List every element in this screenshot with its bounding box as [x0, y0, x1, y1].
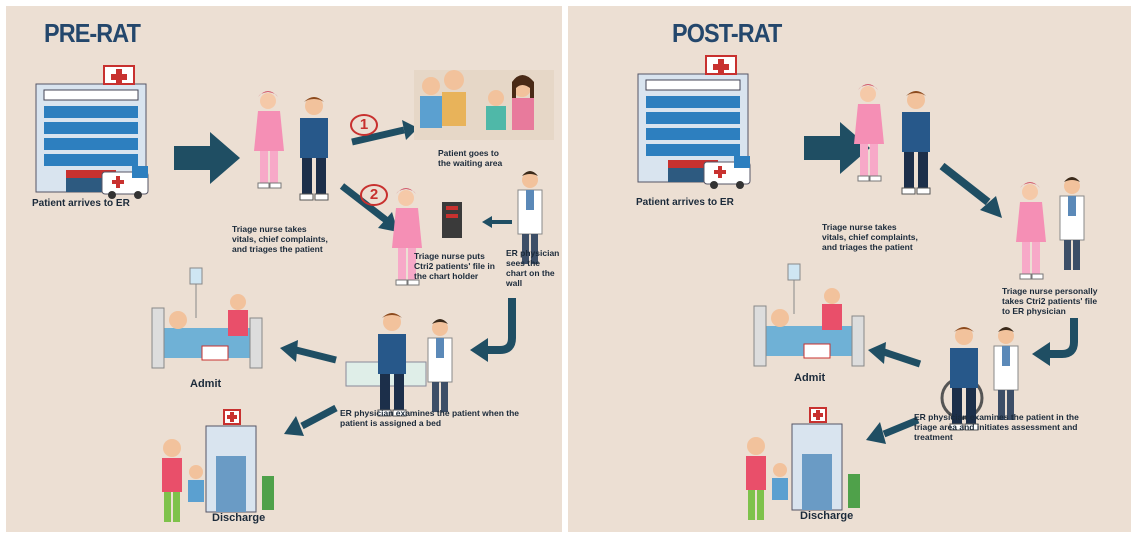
post-admit-label: Admit — [794, 372, 826, 384]
post-rat-illustrations — [637, 55, 1085, 520]
post-rat-title: POST-RAT — [672, 18, 782, 48]
post-er-physician-examines-label: ER physician examines the patient in the… — [914, 412, 1079, 442]
post-patient-arrives-label: Patient arrives to ER — [636, 197, 734, 208]
step-1-badge: 1 — [350, 114, 378, 136]
waiting-area-label: Patient goes to the waiting area — [438, 148, 503, 168]
pre-rat-panel: PRE-RAT — [6, 6, 562, 532]
step-2-badge: 2 — [360, 184, 388, 206]
pre-rat-title: PRE-RAT — [44, 18, 141, 48]
chart-holder-label: Triage nurse puts Ctri2 patients' file i… — [414, 251, 495, 281]
post-triage-nurse-label: Triage nurse takes vitals, chief complai… — [822, 222, 918, 252]
pre-triage-nurse-label: Triage nurse takes vitals, chief complai… — [232, 224, 328, 254]
post-rat-panel: POST-RAT — [568, 6, 1131, 532]
pre-patient-arrives-label: Patient arrives to ER — [32, 198, 130, 209]
pre-admit-label: Admit — [190, 378, 222, 390]
er-physician-sees-label: ER physician sees the chart on the wall — [506, 248, 560, 288]
pre-er-physician-examines-label: ER physician examines the patient when t… — [340, 408, 520, 428]
nurse-personally-label: Triage nurse personally takes Ctri2 pati… — [1002, 286, 1098, 316]
post-discharge-label: Discharge — [800, 510, 854, 522]
pre-discharge-label: Discharge — [212, 512, 266, 524]
pre-rat-illustrations — [35, 65, 554, 522]
